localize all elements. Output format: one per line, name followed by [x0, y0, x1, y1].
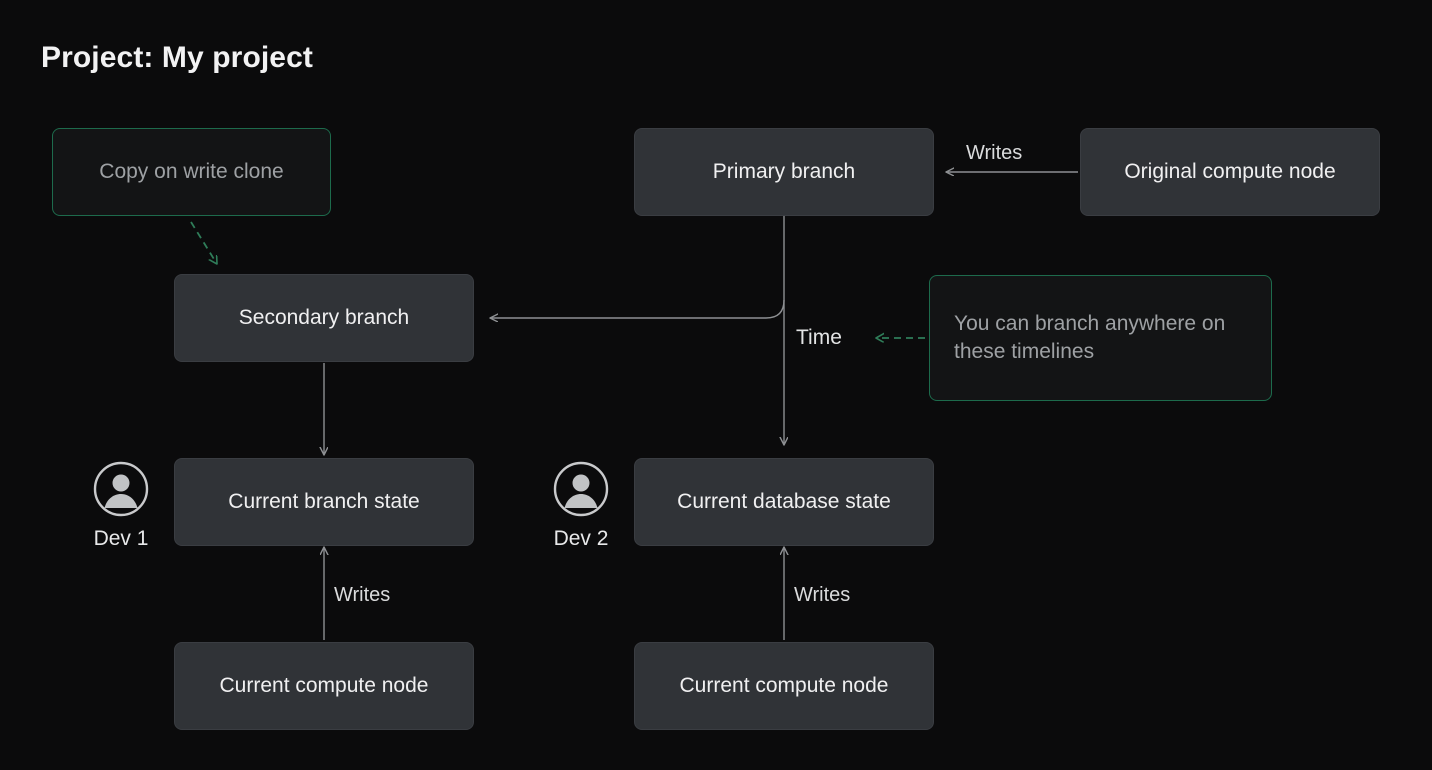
note-branch-anywhere[interactable]: You can branch anywhere on these timelin… [929, 275, 1272, 401]
node-current-compute-node-right[interactable]: Current compute node [634, 642, 934, 730]
node-current-branch-state[interactable]: Current branch state [174, 458, 474, 546]
actor-dev-2: Dev 2 [553, 461, 609, 551]
note-copy-on-write-clone[interactable]: Copy on write clone [52, 128, 331, 216]
wire-clone-to-secondary [190, 221, 217, 264]
node-current-database-state[interactable]: Current database state [634, 458, 934, 546]
node-secondary-branch[interactable]: Secondary branch [174, 274, 474, 362]
actor-dev-1: Dev 1 [93, 461, 149, 551]
node-primary-branch[interactable]: Primary branch [634, 128, 934, 216]
node-current-compute-node-left[interactable]: Current compute node [174, 642, 474, 730]
actor-dev-1-label: Dev 1 [93, 527, 149, 550]
edge-label-writes-top: Writes [966, 142, 1023, 164]
axis-label-time: Time [796, 326, 842, 349]
user-avatar-icon [93, 461, 149, 522]
edge-label-writes-left: Writes [334, 584, 391, 606]
node-original-compute-node[interactable]: Original compute node [1080, 128, 1380, 216]
edge-label-writes-right: Writes [794, 584, 851, 606]
wire-primary-timeline [490, 215, 784, 445]
actor-dev-2-label: Dev 2 [553, 527, 609, 550]
user-avatar-icon [553, 461, 609, 522]
page-title: Project: My project [41, 41, 313, 74]
